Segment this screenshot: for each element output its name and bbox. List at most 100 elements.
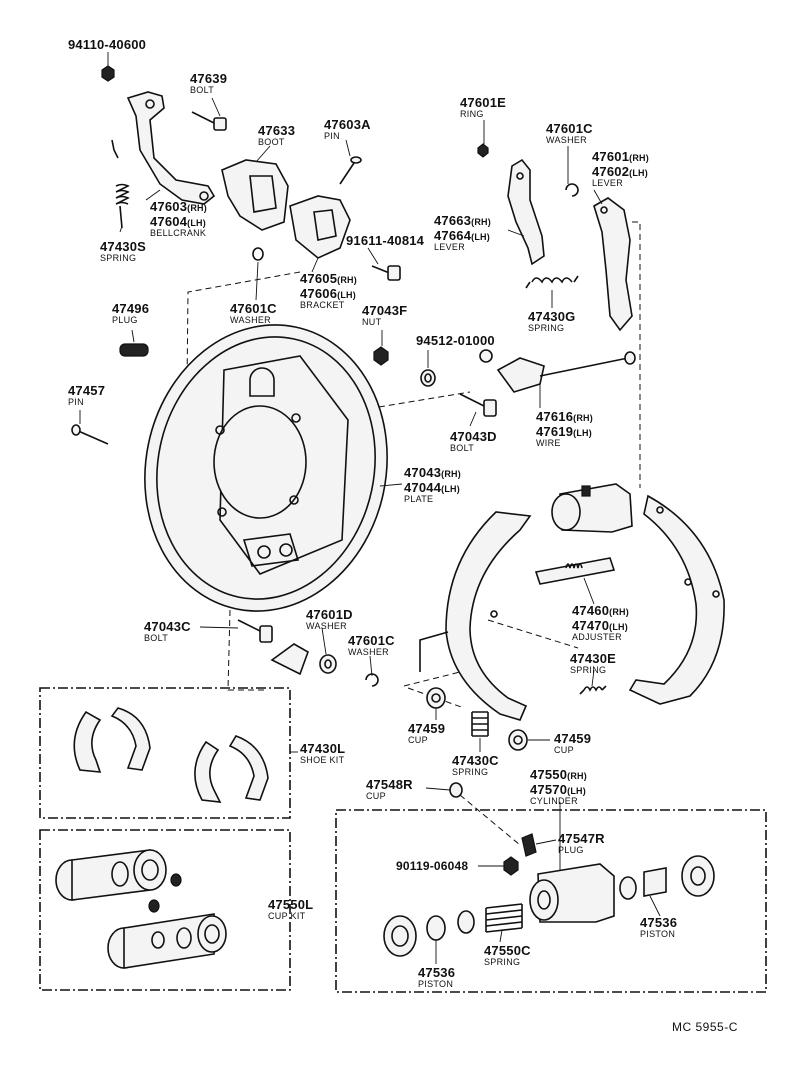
label-47603A-pin: 47603A PIN [324,118,371,141]
part-number: 47430G [528,309,576,324]
part-number-rh: 47601(RH) [592,149,649,164]
part-number-lh: 47619(LH) [536,424,592,439]
label-94110-40600: 94110-40600 [68,38,146,51]
part-number: 47536 [640,915,678,930]
label-47430E-spring: 47430E SPRING [570,652,616,675]
part-number-rh: 47603(RH) [150,199,207,214]
label-47043F-nut: 47043F NUT [362,304,407,327]
part-name: BELLCRANK [150,228,207,238]
label-47601C-washer-right: 47601C WASHER [546,122,593,145]
label-47430S-spring: 47430S SPRING [100,240,146,263]
part-name: RING [460,109,484,119]
wheel-cylinder-top [551,483,633,533]
part-number: 47536 [418,965,456,980]
part-name: PISTON [640,929,676,939]
spring-47430E [579,685,607,695]
part-name: NUT [362,317,382,327]
part-name: PISTON [418,979,454,989]
adjuster-47460 [534,557,616,585]
label-47043D-bolt: 47043D BOLT [450,430,497,453]
part-number: 47601E [460,95,507,110]
part-name: WIRE [536,438,561,448]
part-name: WASHER [348,647,389,657]
part-name: SPRING [100,253,137,263]
boot-47633 [221,159,289,231]
part-number-lh: 47044(LH) [404,480,460,495]
washer-47601D [319,654,337,674]
pin-47457 [71,424,109,445]
part-name: BOOT [258,137,285,147]
piston-47536-right [619,855,715,900]
cup-47459-right [508,729,528,751]
part-name: SHOE KIT [300,755,345,765]
label-47616-wire: 47616(RH) 47619(LH) WIRE [536,410,593,448]
part-number: 47043C [144,619,191,634]
spring-47550C [485,903,523,933]
label-47430C-spring: 47430C SPRING [452,754,499,777]
label-47043C-bolt: 47043C BOLT [144,620,191,643]
assembly-guide-lines [185,221,641,846]
part-name: PIN [68,397,84,407]
part-name: PLUG [112,315,138,325]
label-47603-bellcrank: 47603(RH) 47604(LH) BELLCRANK [150,200,207,238]
part-number: 47430S [100,239,147,254]
label-90119-06048: 90119-06048 [396,860,468,872]
part-name: SPRING [528,323,565,333]
part-name: PLATE [404,494,434,504]
shoe-kit-drawing [73,707,269,803]
part-number: 47043F [362,303,408,318]
bolt-47043C [237,619,273,643]
label-47633-boot: 47633 BOOT [258,124,295,147]
ring-47601E [477,143,489,158]
label-47536-piston-left: 47536 PISTON [418,966,455,989]
label-47496-plug: 47496 PLUG [112,302,149,325]
label-47601D-washer: 47601D WASHER [306,608,353,631]
shoe-kit-box [39,687,291,819]
part-name: ADJUSTER [572,632,622,642]
label-94512-01000: 94512-01000 [416,334,495,347]
part-number: 47633 [258,123,296,138]
clip-47601D-plate [270,643,309,676]
piston-47536-left [383,910,475,957]
washer-47601C-right [565,183,579,197]
label-47548R-cup: 47548R CUP [366,778,413,801]
label-47457-pin: 47457 PIN [68,384,105,407]
diagram-reference-code: MC 5955-C [672,1020,738,1034]
part-number: 47547R [558,831,605,846]
part-name: SPRING [452,767,489,777]
label-47536-piston-right: 47536 PISTON [640,916,677,939]
label-47459-cup-left: 47459 CUP [408,722,445,745]
part-number: 47603A [324,117,371,132]
label-47601C-washer-lower: 47601C WASHER [348,634,395,657]
part-number: 47548R [366,777,413,792]
leader-lines [79,52,661,964]
bellcrank-47603 [126,91,216,205]
part-number: 47601C [348,633,395,648]
washer-47601C-lower [365,673,379,687]
label-91611-40814: 91611-40814 [346,234,424,247]
nut-47043F [373,346,389,366]
part-name: CUP KIT [268,911,306,921]
lever-47663 [507,158,545,266]
label-47550L-cup-kit: 47550L CUP KIT [268,898,313,921]
part-name: CUP [366,791,386,801]
plug-47496 [119,343,149,357]
part-name: WASHER [230,315,271,325]
part-number-rh: 47460(RH) [572,603,629,618]
part-number-lh: 47606(LH) [300,286,356,301]
label-47430G-spring: 47430G SPRING [528,310,575,333]
part-number: 91611-40814 [346,233,425,248]
part-name: SPRING [570,665,607,675]
cup-kit-drawing [55,849,227,969]
label-47601C-washer-top: 47601C WASHER [230,302,277,325]
part-number: 47550C [484,943,531,958]
part-number-rh: 47043(RH) [404,465,461,480]
part-name: BOLT [450,443,475,453]
cylinder-47550 [529,863,615,923]
part-name: SPRING [484,957,521,967]
label-47460-adjuster: 47460(RH) 47470(LH) ADJUSTER [572,604,629,642]
label-47550C-spring: 47550C SPRING [484,944,531,967]
part-name: CYLINDER [530,796,578,806]
spring-47430G [525,275,579,289]
part-number: 47601D [306,607,353,622]
